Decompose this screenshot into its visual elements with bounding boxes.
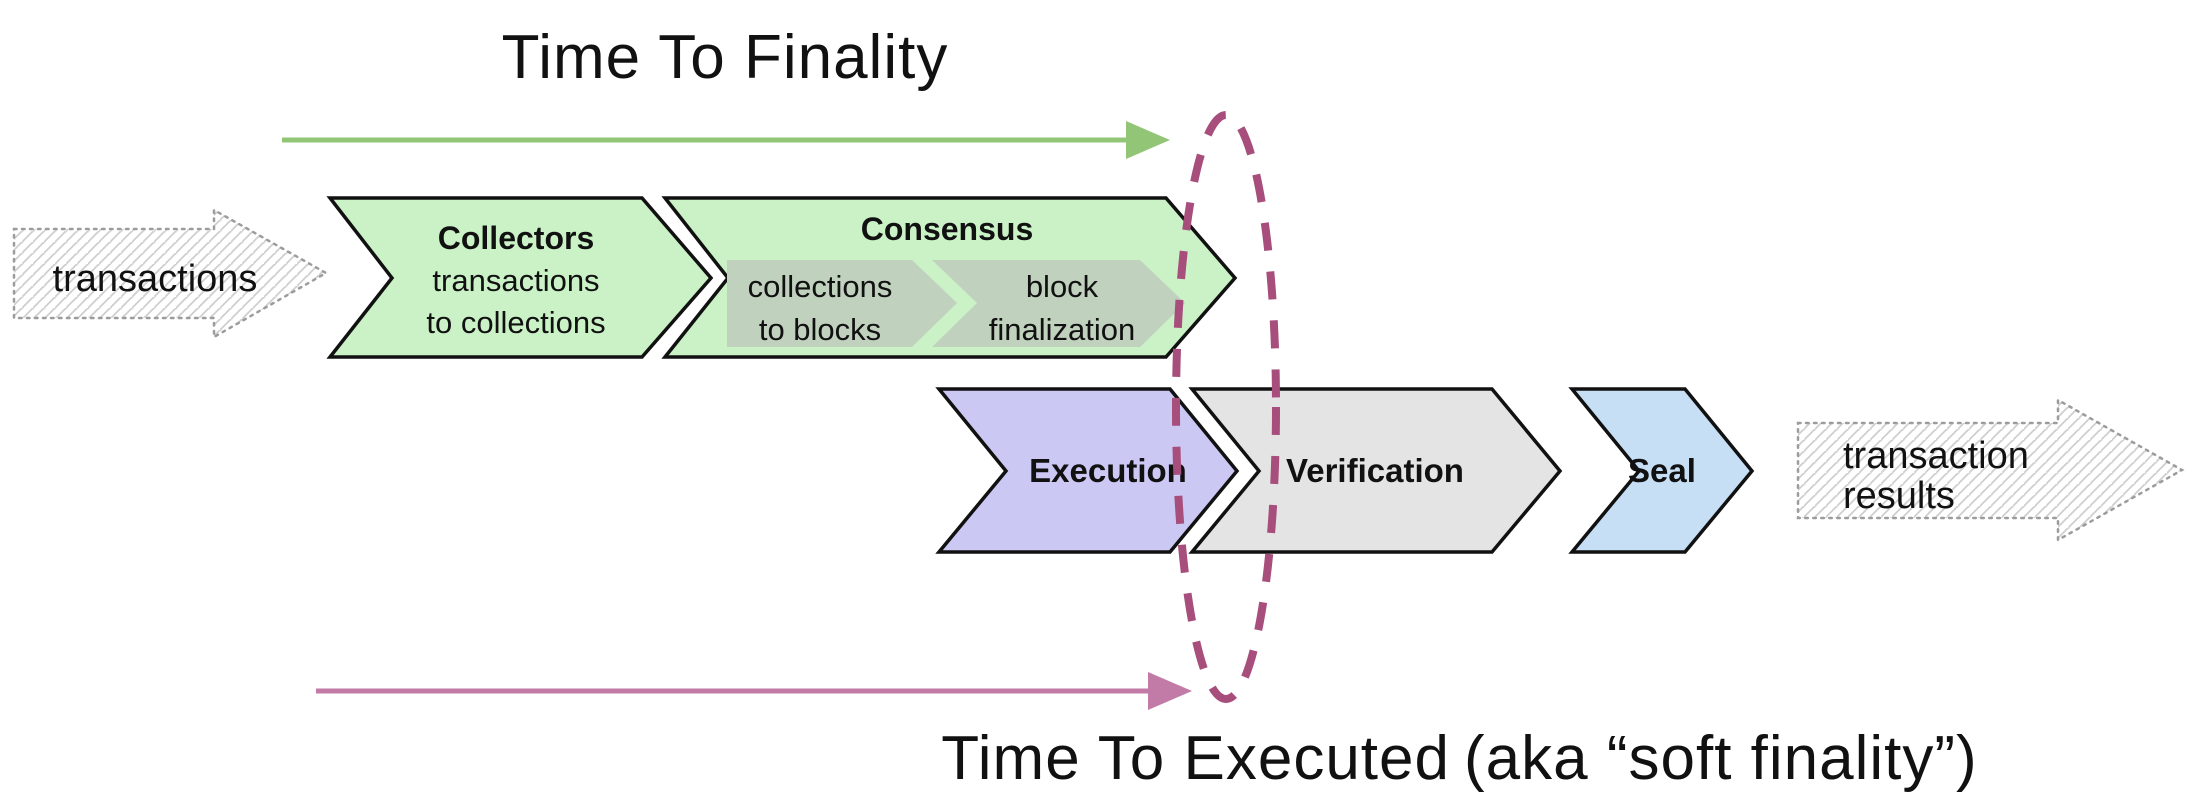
collectors-line1: transactions (432, 263, 599, 298)
executed-arrowhead-icon (1148, 672, 1192, 710)
soft-finality-ellipse (1172, 111, 1280, 703)
verification-stage: Verification (1188, 387, 1563, 554)
block-finalization-chevron (932, 260, 1185, 347)
transactions-label: transactions (53, 258, 258, 300)
collectors-stage: Collectors transactions to collections (326, 196, 714, 359)
collectors-title: Collectors (438, 220, 594, 256)
collections-to-blocks-line1: collections (748, 269, 893, 304)
seal-title: Seal (1628, 452, 1696, 489)
soft-finality-note: (aka “soft finality”) (1464, 724, 1978, 793)
execution-chevron (935, 387, 1240, 554)
transactions-arrow-shape (12, 207, 329, 340)
transaction-results-line2: results (1843, 475, 1955, 517)
seal-stage: Seal (1568, 387, 1755, 554)
execution-stage: Execution (935, 387, 1240, 554)
verification-title: Verification (1286, 452, 1464, 489)
transaction-results-arrow-shape (1796, 397, 2185, 543)
time-to-executed-title: Time To Executed (941, 724, 1450, 793)
collections-to-blocks-chevron (727, 260, 957, 347)
finality-arrowhead-icon (1126, 121, 1170, 159)
time-to-finality-arrow (282, 121, 1170, 159)
collectors-chevron (326, 196, 714, 359)
transactions-input-arrow: transactions (12, 207, 329, 340)
verification-chevron (1188, 387, 1563, 554)
collections-to-blocks-line2: to blocks (759, 312, 881, 347)
block-finalization-line1: block (1026, 269, 1099, 304)
time-to-executed-arrow (316, 672, 1192, 710)
transaction-results-arrow: transaction results (1796, 397, 2185, 543)
consensus-stage: Consensus collections to blocks block fi… (661, 196, 1238, 359)
block-finalization-line2: finalization (989, 312, 1135, 347)
execution-title: Execution (1029, 452, 1187, 489)
time-to-finality-title: Time To Finality (502, 23, 949, 92)
seal-chevron (1568, 387, 1755, 554)
collections-to-blocks-substage: collections to blocks (727, 260, 957, 347)
collectors-line2: to collections (426, 305, 605, 340)
consensus-title: Consensus (861, 211, 1033, 247)
block-finalization-substage: block finalization (932, 260, 1185, 347)
transaction-results-line1: transaction (1843, 435, 2029, 477)
